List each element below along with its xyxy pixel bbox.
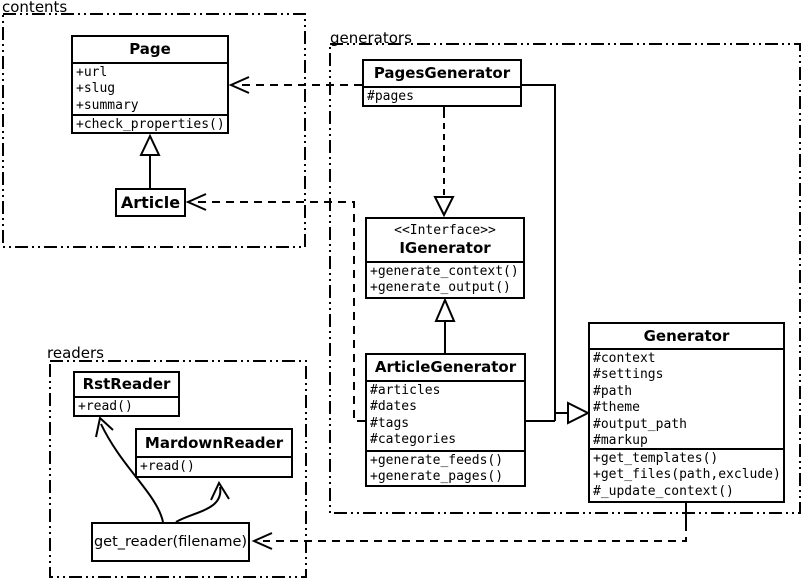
class-title-rstreader: RstReader [82, 375, 171, 393]
attribute-line: #output_path [593, 416, 687, 432]
class-attributes-page: +url +slug +summary [73, 62, 227, 114]
attribute-line: #categories [370, 432, 457, 448]
class-box-igenerator: <<Interface>> IGenerator +generate_conte… [365, 217, 525, 299]
attribute-line: +slug [76, 81, 116, 97]
attribute-line: #theme [593, 400, 640, 416]
attribute-line: #articles [370, 383, 441, 398]
class-methods-page: +check_properties() [73, 114, 227, 132]
class-attributes-generator: #context #settings #path #theme #output_… [590, 348, 783, 448]
edge-articlegenerator-to-igenerator [434, 297, 456, 353]
class-box-generator: Generator #context #settings #path #them… [588, 322, 785, 503]
function-label-get-reader: get_reader(filename) [93, 534, 248, 550]
class-box-articlegenerator: ArticleGenerator #articles #dates #tags … [365, 353, 526, 487]
method-line: +get_templates() [593, 451, 719, 466]
class-methods-mardownreader: +read() [137, 456, 291, 476]
package-label-contents: contents [2, 0, 68, 16]
attribute-line: #path [593, 383, 633, 399]
class-methods-articlegenerator: +generate_feeds() +generate_pages() [367, 450, 524, 485]
class-title-articlegenerator: ArticleGenerator [374, 358, 517, 376]
edge-pagesgenerator-to-page [228, 76, 362, 94]
class-box-page: Page +url +slug +summary +check_properti… [71, 35, 229, 134]
class-stereotype-igenerator: <<Interface>> [394, 223, 496, 238]
edge-getreader-to-mardownreader [175, 480, 230, 523]
method-line: +check_properties() [76, 117, 225, 132]
attribute-line: +summary [76, 97, 139, 113]
class-title-pagesgenerator: PagesGenerator [373, 64, 511, 82]
method-line: #_update_context() [593, 483, 734, 499]
class-attributes-articlegenerator: #articles #dates #tags #categories [367, 380, 524, 450]
method-line: +generate_pages() [370, 469, 504, 485]
edge-generator-to-getreader [251, 503, 687, 550]
class-methods-generator: +get_templates() +get_files(path,exclude… [590, 448, 783, 501]
class-title-generator: Generator [643, 326, 730, 345]
attribute-line: #settings [593, 367, 664, 383]
class-box-mardownreader: MardownReader +read() [135, 428, 293, 478]
package-label-readers: readers [47, 344, 104, 362]
class-title-igenerator: IGenerator [399, 239, 491, 257]
attribute-line: #context [593, 351, 656, 366]
class-methods-rstreader: +read() [75, 396, 178, 415]
attribute-line: #markup [593, 432, 648, 448]
class-title-mardownreader: MardownReader [144, 433, 284, 452]
method-line: +read() [78, 399, 133, 414]
class-box-pagesgenerator: PagesGenerator #pages [362, 59, 522, 107]
method-line: +read() [140, 459, 195, 474]
class-methods-igenerator: +generate_context() +generate_output() [367, 261, 523, 297]
attribute-line: #pages [367, 89, 414, 104]
edge-generators-to-generator [522, 84, 591, 425]
class-box-rstreader: RstReader +read() [73, 371, 180, 417]
package-label-generators: generators [330, 29, 412, 47]
method-line: +get_files(path,exclude) [593, 467, 781, 483]
method-line: +generate_feeds() [370, 453, 504, 468]
class-box-article: Article [115, 188, 186, 217]
class-title-article: Article [120, 193, 181, 212]
method-line: +generate_context() [370, 264, 519, 279]
edge-pagesgenerator-to-igenerator [433, 107, 455, 218]
attribute-line: #dates [370, 399, 417, 415]
edge-articlegenerator-to-article [185, 193, 365, 422]
method-line: +generate_output() [370, 280, 511, 296]
attribute-line: +url [76, 65, 108, 80]
class-header-igenerator: <<Interface>> IGenerator [367, 219, 523, 261]
class-attributes-pagesgenerator: #pages [364, 86, 520, 105]
attribute-line: #tags [370, 415, 410, 431]
class-title-page: Page [129, 40, 171, 58]
function-box-get-reader: get_reader(filename) [91, 522, 250, 562]
edge-article-to-page [139, 133, 161, 188]
